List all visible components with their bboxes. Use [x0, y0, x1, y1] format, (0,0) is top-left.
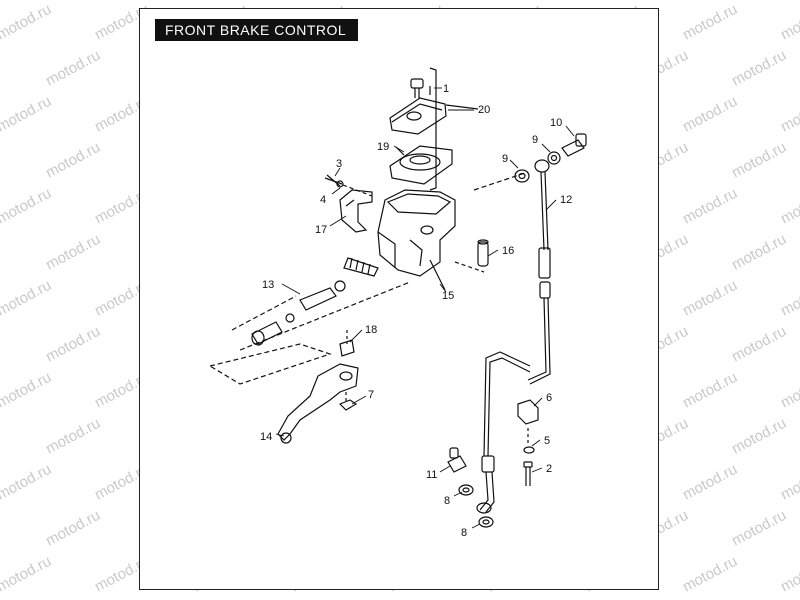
- part-19-diaphragm: [389, 145, 453, 185]
- part-14-brake-lever: [208, 343, 359, 444]
- part-12-brake-line: [473, 159, 551, 514]
- diagram-frame: [139, 8, 659, 590]
- part-5-washer: [523, 446, 535, 454]
- part-9-washer-upper-a: [514, 169, 530, 183]
- callout-8b: 8: [461, 527, 467, 539]
- part-13-piston-assembly: [231, 257, 411, 351]
- callout-20: 20: [478, 104, 490, 116]
- callout-2: 2: [546, 463, 552, 475]
- callout-18: 18: [365, 324, 377, 336]
- part-9-washer-upper-b: [547, 151, 561, 165]
- part-1-screw: [410, 78, 431, 98]
- part-4-washer: [336, 180, 373, 197]
- part-2-screw: [523, 461, 533, 486]
- callout-3: 3: [336, 158, 342, 170]
- callout-1: 1: [443, 83, 449, 95]
- part-15-master-cylinder: [377, 189, 456, 291]
- part-20-reservoir-cover: [389, 97, 479, 135]
- callout-labels: 1 20 19 3 4 17 13 15 16 18 7 14 9 9 10 1…: [260, 83, 572, 539]
- callout-6: 6: [546, 392, 552, 404]
- callout-16: 16: [502, 245, 514, 257]
- part-16-pivot-pin: [454, 239, 489, 273]
- part-18-bushing: [339, 330, 355, 357]
- part-10-banjo-bolt: [561, 133, 587, 157]
- part-17-clamp: [339, 189, 373, 233]
- leader-lines: [275, 87, 575, 529]
- callout-11: 11: [426, 469, 437, 481]
- callout-7: 7: [368, 389, 374, 401]
- part-11-banjo-bolt: [447, 447, 467, 473]
- callout-14: 14: [260, 431, 272, 443]
- part-8-washer-b: [478, 516, 494, 528]
- callout-19: 19: [377, 141, 389, 153]
- callout-17: 17: [315, 224, 327, 236]
- callout-5: 5: [544, 435, 550, 447]
- callout-4: 4: [320, 194, 326, 206]
- part-6-line-clamp: [517, 399, 539, 446]
- callout-15: 15: [442, 290, 454, 302]
- callout-13: 13: [262, 279, 274, 291]
- callout-8a: 8: [444, 495, 450, 507]
- callout-10: 10: [550, 117, 562, 129]
- callout-12: 12: [560, 194, 572, 206]
- part-3-screw: [324, 174, 343, 187]
- part-8-washer-a: [458, 484, 474, 496]
- callout-9b: 9: [532, 134, 538, 146]
- diagram-title: FRONT BRAKE CONTROL: [155, 19, 358, 41]
- callout-9a: 9: [502, 153, 508, 165]
- part-7-retaining-clip: [338, 392, 358, 411]
